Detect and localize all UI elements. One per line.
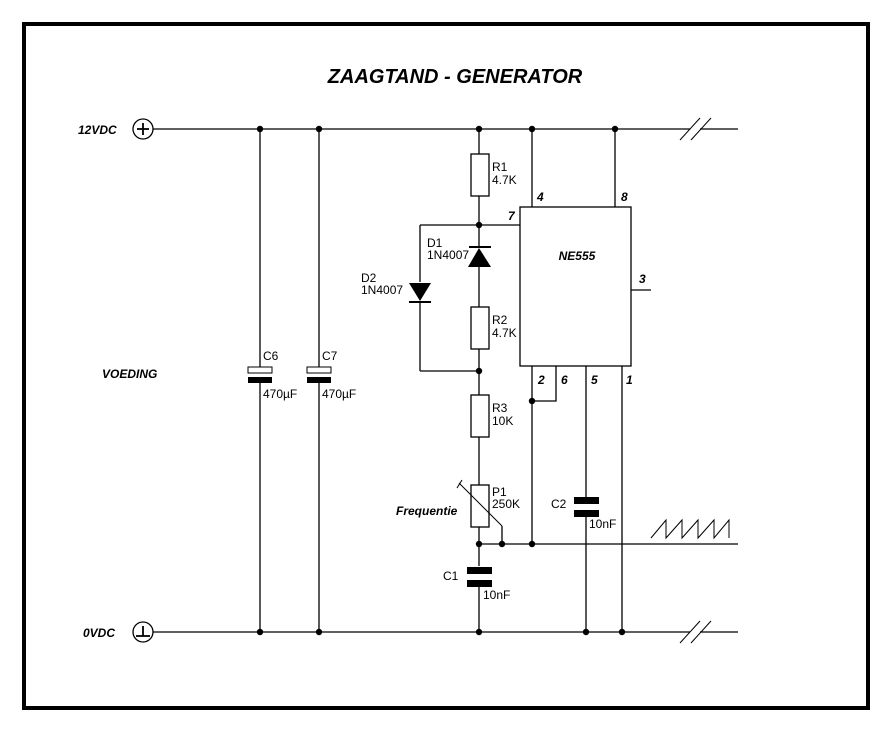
pin-1-label: 1 <box>626 373 633 387</box>
junction-dot <box>498 540 506 548</box>
d1-value: 1N4007 <box>427 248 469 262</box>
r2-ref: R2 <box>492 313 508 327</box>
capacitor-c6: C6 470µF <box>247 129 297 632</box>
c6-ref: C6 <box>263 349 279 363</box>
junction-dot <box>315 125 323 133</box>
schematic-title: ZAAGTAND - GENERATOR <box>327 66 583 88</box>
p1-value: 250K <box>492 497 520 511</box>
resistor-r1: R1 4.7K <box>470 153 517 197</box>
junction-dot <box>256 125 264 133</box>
resistor-r2: R2 4.7K <box>470 306 517 350</box>
wire-pin6 <box>532 366 557 402</box>
capacitor-c7: C7 470µF <box>306 129 356 632</box>
d2-ref: D2 <box>361 271 377 285</box>
r2-value: 4.7K <box>492 326 517 340</box>
frequency-control-label: Frequentie <box>396 504 458 518</box>
pin-6-label: 6 <box>561 373 568 387</box>
junction-dot <box>475 540 483 548</box>
c7-ref: C7 <box>322 349 338 363</box>
drawing-frame <box>22 22 870 710</box>
c2-value: 10nF <box>589 517 616 531</box>
ground-terminal-icon <box>132 621 154 643</box>
junction-dot <box>528 397 536 405</box>
junction-dot <box>618 628 626 636</box>
break-mark-icon <box>679 620 712 644</box>
diode-d1: D1 1N4007 <box>427 236 491 267</box>
resistor-r3: R3 10K <box>470 394 513 438</box>
pin-8-label: 8 <box>621 190 628 204</box>
rail-12vdc-label: 12VDC <box>78 123 117 137</box>
capacitor-c2: C2 10nF <box>551 497 616 531</box>
c1-ref: C1 <box>443 569 459 583</box>
ic-label: NE555 <box>559 249 596 263</box>
plus-terminal-icon <box>132 118 154 140</box>
c7-value: 470µF <box>322 387 356 401</box>
c2-ref: C2 <box>551 497 567 511</box>
pin-2-label: 2 <box>537 373 545 387</box>
sawtooth-waveform-icon <box>650 518 730 540</box>
junction-dot <box>475 125 483 133</box>
junction-dot <box>475 221 483 229</box>
pin-5-label: 5 <box>591 373 598 387</box>
rail-0vdc-label: 0VDC <box>83 626 115 640</box>
junction-dot <box>475 367 483 375</box>
r1-value: 4.7K <box>492 173 517 187</box>
capacitor-c1: C1 10nF <box>443 567 510 602</box>
junction-dot <box>315 628 323 636</box>
junction-dots <box>256 125 626 636</box>
potentiometer-p1[interactable]: P1 250K <box>456 479 520 544</box>
c6-value: 470µF <box>263 387 297 401</box>
junction-dot <box>475 628 483 636</box>
break-mark-icon <box>679 117 712 141</box>
r3-value: 10K <box>492 414 513 428</box>
p1-ref: P1 <box>492 485 507 499</box>
junction-dot <box>256 628 264 636</box>
junction-dot <box>528 125 536 133</box>
r1-ref: R1 <box>492 160 508 174</box>
junction-dot <box>611 125 619 133</box>
section-label-voeding: VOEDING <box>102 367 157 381</box>
junction-dot <box>582 628 590 636</box>
c1-value: 10nF <box>483 588 510 602</box>
pin-7-label: 7 <box>508 209 516 223</box>
d2-value: 1N4007 <box>361 283 403 297</box>
pin-3-label: 3 <box>639 272 646 286</box>
junction-dot <box>528 540 536 548</box>
r3-ref: R3 <box>492 401 508 415</box>
d1-ref: D1 <box>427 236 443 250</box>
ic-ne555: NE555 4 8 7 3 2 6 5 1 <box>508 190 646 387</box>
pin-4-label: 4 <box>536 190 544 204</box>
